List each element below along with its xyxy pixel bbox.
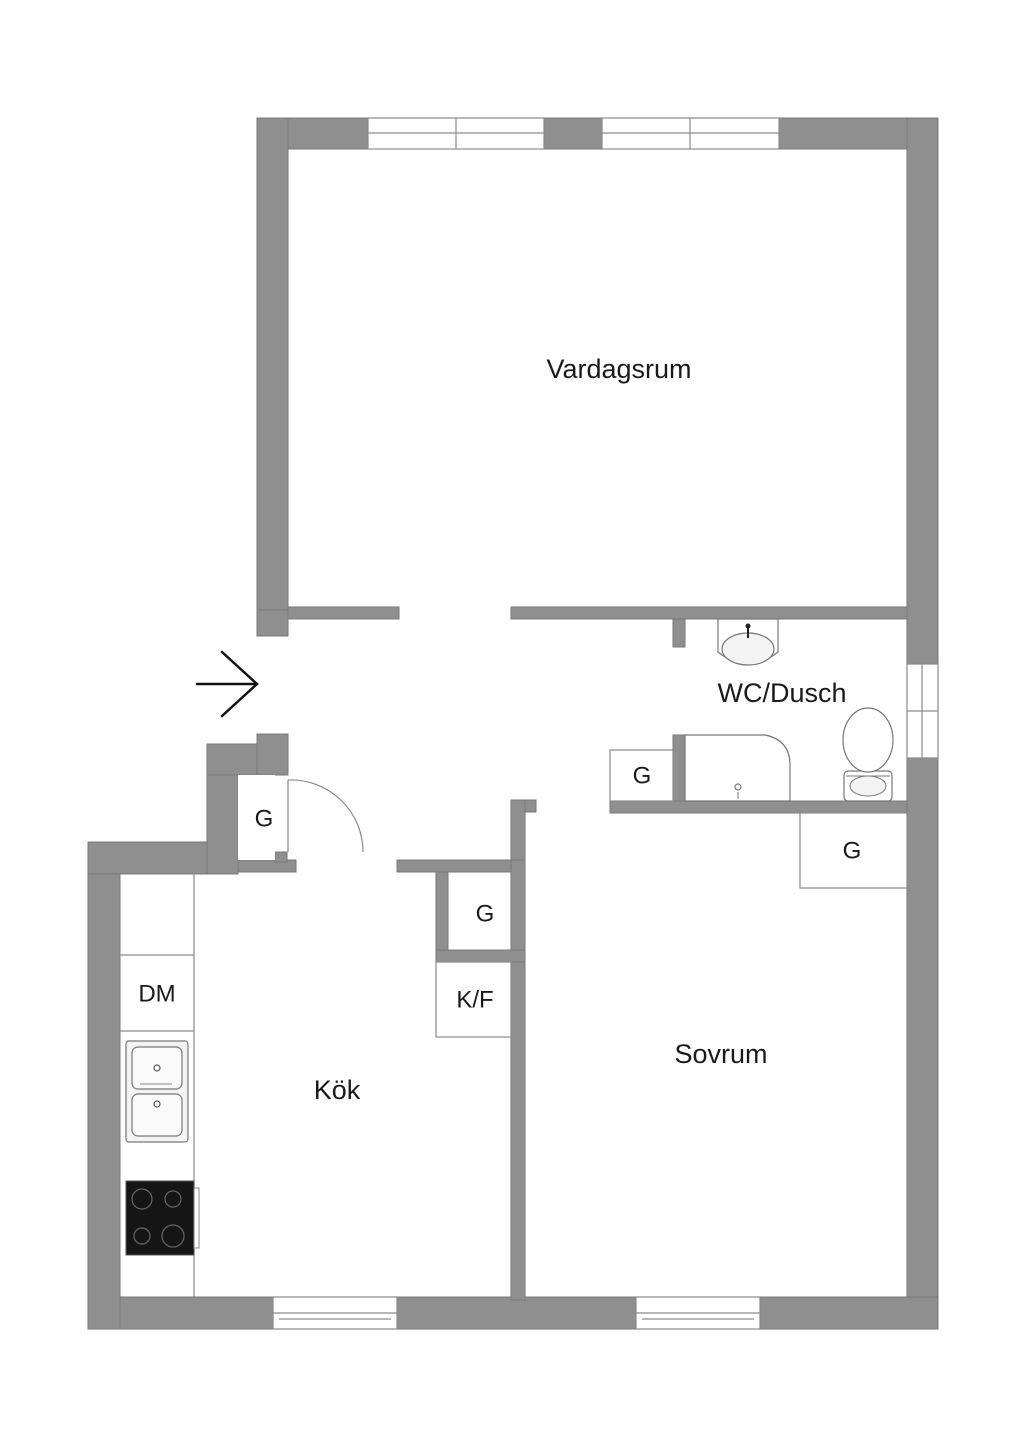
fridge-freezer-label: K/F [456,986,493,1013]
room-label-bath: WC/Dusch [717,678,846,708]
dishwasher-label: DM [138,980,175,1007]
interior-walls [237,606,908,1301]
kitchen-sink-icon [125,1040,189,1143]
bedroom-closet-label: G [843,837,862,864]
room-label-kitchen: Kök [314,1075,361,1105]
stove-icon [125,1180,200,1256]
kitchen-closet-label: G [476,900,495,927]
entry-closet: G [238,775,364,860]
shower-icon [684,734,791,802]
bath-closet: G [609,749,674,802]
fridge-freezer: K/F [435,961,512,1038]
bedroom-closet: G [799,812,908,889]
room-label-living: Vardagsrum [546,354,691,384]
room-label-bedroom: Sovrum [674,1039,767,1069]
bath-closet-label: G [633,762,652,789]
entry-closet-label: G [255,805,274,832]
kitchen-closet: G [476,900,495,927]
washbasin-icon [717,618,779,666]
dishwasher: DM [138,980,175,1007]
windows [272,117,939,1330]
toilet-icon [842,707,894,802]
entrance-arrow-icon [195,650,259,718]
outer-walls [87,117,939,1330]
